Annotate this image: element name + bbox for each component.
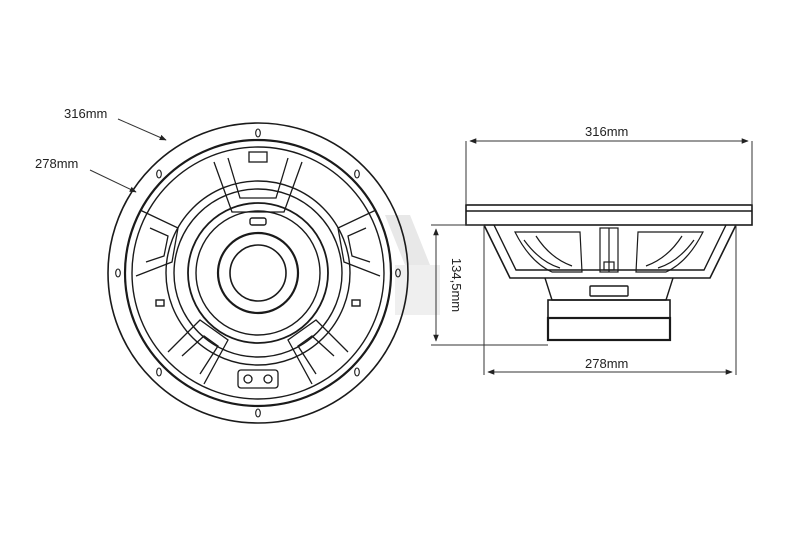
side-dimension-lines <box>431 138 753 375</box>
side-flange <box>465 204 753 226</box>
terminal-icon <box>237 369 279 389</box>
mounting-hole-icon <box>255 128 261 138</box>
watermark-logo <box>385 215 440 315</box>
side-terminal <box>589 285 629 297</box>
cone-inner-ring <box>195 210 321 336</box>
mounting-hole-icon <box>255 408 261 418</box>
dimension-arrow-icon <box>89 169 137 193</box>
mounting-holes <box>115 128 401 418</box>
side-magnet <box>547 299 671 319</box>
basket-spokes <box>135 151 381 385</box>
side-depth-label: 134,5mm <box>449 258 464 312</box>
mounting-hole-icon <box>156 169 162 179</box>
surround-inner <box>173 188 343 358</box>
side-outer-diameter-label: 316mm <box>585 124 628 139</box>
dustcap-outer <box>216 231 300 315</box>
mounting-hole-icon <box>354 169 360 179</box>
side-backplate <box>546 316 672 342</box>
side-basket-diameter-label: 278mm <box>585 356 628 371</box>
side-view <box>465 204 753 342</box>
front-dimension-leaders <box>89 118 167 193</box>
front-basket-diameter-label: 278mm <box>35 156 78 171</box>
front-outer-diameter-label: 316mm <box>64 106 107 121</box>
outer-frame-inner-ring <box>123 138 393 408</box>
mounting-hole-icon <box>354 367 360 377</box>
mounting-hole-icon <box>156 367 162 377</box>
side-spokes <box>514 227 704 273</box>
side-basket <box>483 224 737 279</box>
side-motor-collar <box>544 277 674 301</box>
dustcap-inner <box>229 244 287 302</box>
mounting-hole-icon <box>395 268 401 278</box>
outer-frame-ring <box>107 122 409 424</box>
surround-outer <box>165 180 351 366</box>
basket-ring <box>131 146 385 400</box>
front-view <box>107 122 409 424</box>
cone-ring <box>187 202 329 344</box>
dimension-arrow-icon <box>117 118 167 141</box>
mounting-hole-icon <box>115 268 121 278</box>
